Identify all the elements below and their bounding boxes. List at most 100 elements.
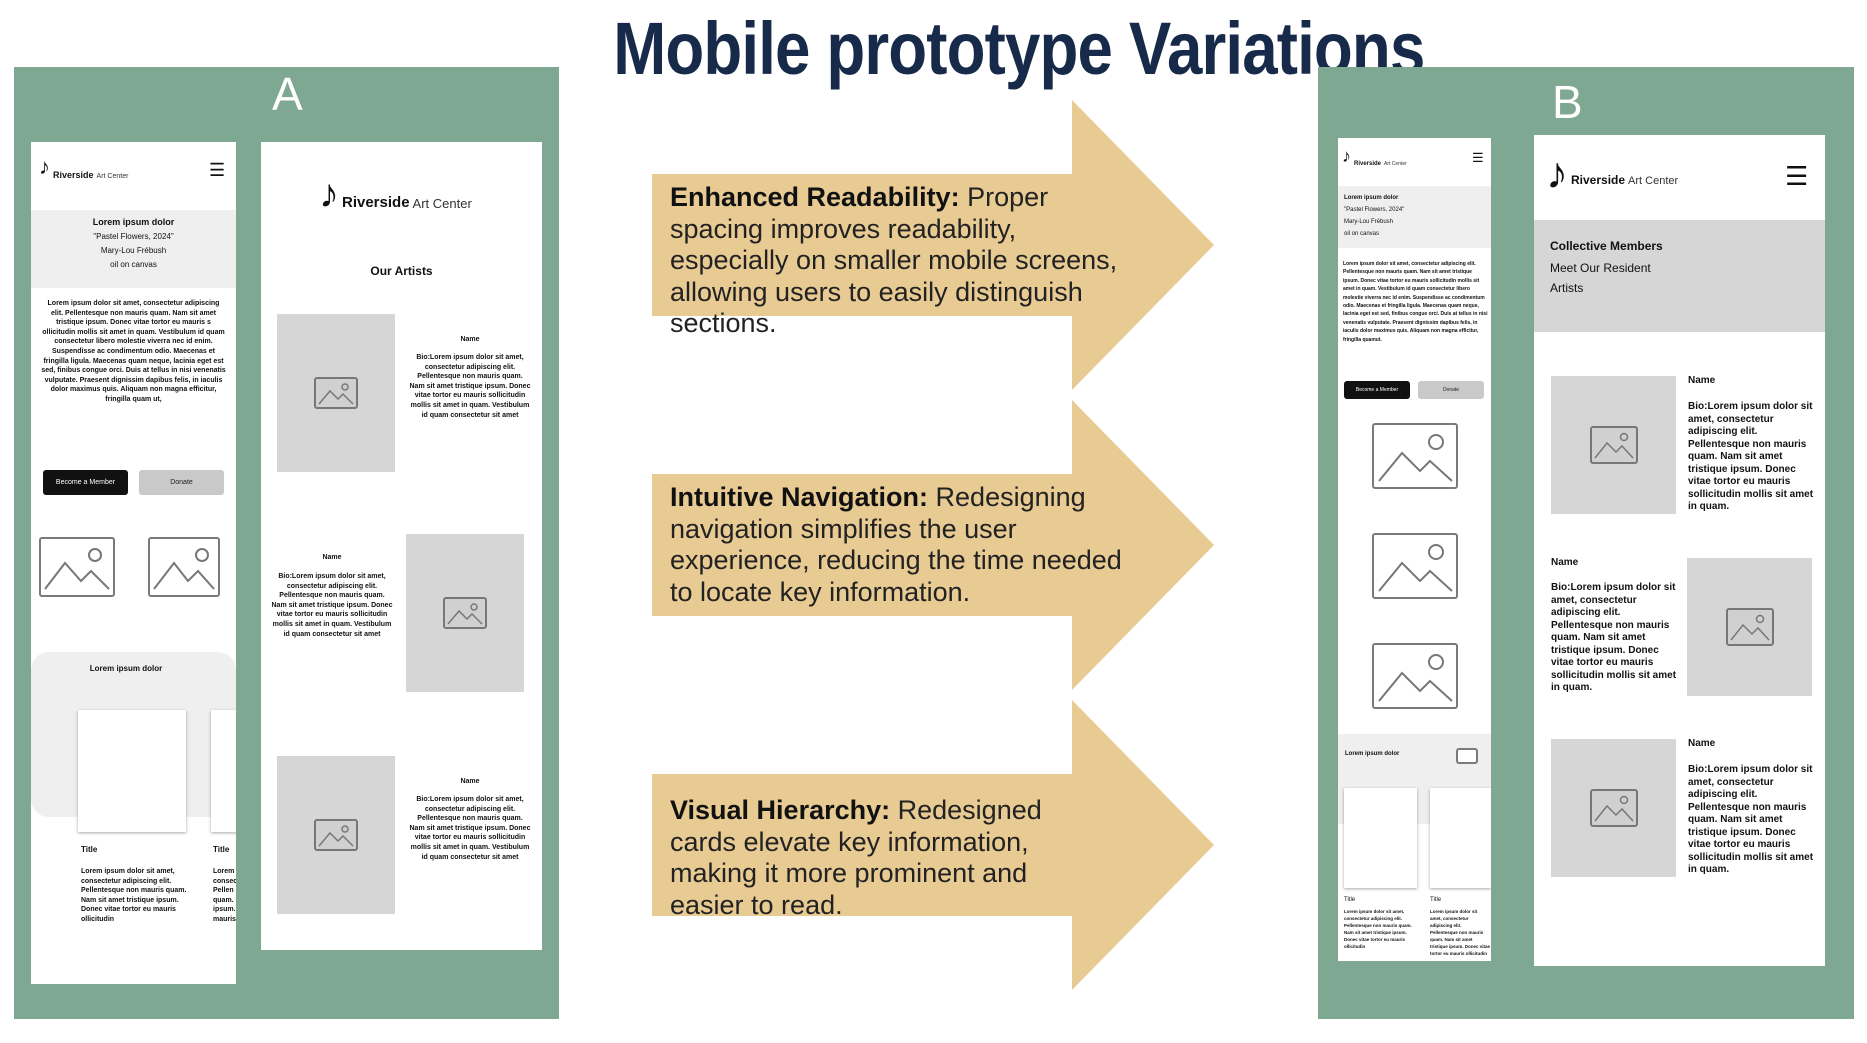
image-placeholder-icon — [1589, 789, 1638, 827]
donate-button[interactable]: Donate — [1418, 381, 1484, 399]
image-placeholder-icon — [1589, 426, 1638, 464]
image-placeholder-icon — [1456, 748, 1478, 764]
variation-a-panel: A ♪ Riverside Art Center ☰ Lorem ipsum d… — [14, 67, 559, 1019]
image-placeholder-icon — [314, 377, 358, 409]
intro-paragraph: Lorem ipsum dolor sit amet, consectetur … — [41, 300, 226, 403]
become-member-button[interactable]: Become a Member — [1344, 381, 1410, 399]
hamburger-menu-icon[interactable]: ☰ — [1785, 161, 1809, 191]
artist-name: Name — [1551, 557, 1579, 568]
variation-b-label: B — [1552, 76, 1583, 128]
hero-line: "Pastel Flowers, 2024" — [93, 231, 174, 241]
variation-a-label: A — [272, 68, 303, 120]
band-subtitle: Meet Our Resident Artists — [1550, 260, 1651, 295]
image-placeholder-icon — [443, 597, 487, 629]
artist-photo[interactable] — [277, 314, 395, 472]
image-placeholder-icon — [39, 537, 115, 597]
arrow-body: Redesigned cards elevate key information… — [670, 795, 1042, 920]
arrow-navigation — [652, 400, 1214, 690]
hero-block: Lorem ipsum dolor "Pastel Flowers, 2024"… — [1338, 186, 1491, 248]
image-placeholder-icon — [1372, 643, 1458, 709]
image-placeholder-icon — [1725, 608, 1774, 646]
card-image[interactable] — [211, 710, 236, 832]
artist-name: Name — [1688, 375, 1716, 386]
card-title: Title — [1344, 897, 1356, 903]
logo-brand: Riverside — [1571, 173, 1626, 187]
intro-paragraph: Lorem ipsum dolor sit amet, consectetur … — [1343, 261, 1488, 343]
screen-a-home: ♪ Riverside Art Center ☰ Lorem ipsum dol… — [31, 142, 236, 984]
arrow-readability-text: Enhanced Readability: Proper spacing imp… — [670, 182, 1140, 340]
artist-photo[interactable] — [1551, 739, 1676, 877]
hero-title: Lorem ipsum dolor — [92, 217, 175, 227]
artist-bio: Bio:Lorem ipsum dolor sit amet, consecte… — [409, 796, 531, 861]
image-placeholder-icon — [148, 537, 220, 597]
logo-sub: Art Center — [96, 173, 129, 180]
variation-b-panel: B ♪ Riverside Art Center ☰ Lorem ipsum d… — [1318, 67, 1854, 1019]
band-title: Collective Members — [1550, 239, 1663, 253]
logo-sub: Art Center — [1384, 161, 1407, 167]
arrow-hierarchy — [652, 700, 1214, 990]
card-title: Title — [213, 845, 230, 854]
card-image[interactable] — [78, 710, 186, 832]
artist-photo[interactable] — [277, 756, 395, 914]
artist-name: Name — [1688, 738, 1716, 749]
hero-line: oil on canvas — [110, 259, 157, 269]
hamburger-menu-icon[interactable]: ☰ — [209, 160, 226, 180]
arrow-navigation-text: Intuitive Navigation: Redesigning naviga… — [670, 482, 1140, 608]
artist-photo[interactable] — [1551, 376, 1676, 514]
artist-photo[interactable] — [406, 534, 524, 692]
donate-button[interactable]: Donate — [139, 470, 224, 495]
card-body: Lorem ipsum dolor sit amet, consectetur … — [81, 868, 187, 923]
hamburger-menu-icon[interactable]: ☰ — [1472, 150, 1484, 165]
artist-name: Name — [460, 778, 480, 785]
card-section-title: Lorem ipsum dolor — [89, 664, 163, 673]
hero-line: "Pastel Flowers, 2024" — [1344, 207, 1405, 213]
artist-bio: Bio:Lorem ipsum dolor sit amet, consecte… — [271, 573, 393, 638]
card-image[interactable] — [1430, 788, 1491, 888]
dancer-logo-icon: ♪ — [1546, 149, 1568, 198]
section-heading: Our Artists — [370, 264, 433, 278]
artist-bio: Bio:Lorem ipsum dolor sit amet, consecte… — [1551, 582, 1677, 693]
logo: ♪ Riverside Art Center — [319, 172, 472, 217]
hero-line: oil on canvas — [1344, 231, 1380, 237]
dancer-logo-icon: ♪ — [319, 172, 339, 216]
logo-brand: Riverside — [53, 170, 94, 180]
arrow-readability — [652, 100, 1214, 390]
arrow-hierarchy-text: Visual Hierarchy: Redesigned cards eleva… — [670, 795, 1100, 921]
hero-line: Mary-Lou Frébush — [100, 245, 167, 255]
arrow-heading: Visual Hierarchy: — [670, 795, 891, 825]
logo-brand: Riverside — [1354, 161, 1382, 167]
screen-b-artists: ♪ Riverside Art Center ☰ Collective Memb… — [1534, 135, 1825, 966]
collective-band: Collective Members Meet Our Resident Art… — [1534, 220, 1825, 332]
arrow-heading: Enhanced Readability: — [670, 182, 960, 212]
arrow-body: Redesigning navigation simplifies the us… — [670, 482, 1122, 607]
logo: ♪ Riverside Art Center — [1546, 149, 1678, 199]
artist-bio: Bio:Lorem ipsum dolor sit amet, consecte… — [1688, 764, 1814, 875]
logo: ♪ Riverside Art Center — [1342, 146, 1407, 167]
image-placeholder-icon — [314, 819, 358, 851]
screen-b-home: ♪ Riverside Art Center ☰ Lorem ipsum dol… — [1338, 138, 1491, 961]
artist-bio: Bio:Lorem ipsum dolor sit amet, consecte… — [409, 354, 531, 419]
dancer-logo-icon: ♪ — [1342, 146, 1351, 166]
artist-name: Name — [322, 554, 342, 561]
screen-a-artists: ♪ Riverside Art Center Our Artists Name … — [261, 142, 542, 950]
logo-brand: Riverside — [342, 194, 410, 211]
card-section-title: Lorem ipsum dolor — [1345, 751, 1400, 757]
logo-sub: Art Center — [412, 196, 472, 211]
image-placeholder-icon — [1372, 423, 1458, 489]
logo-sub: Art Center — [1628, 175, 1679, 187]
artist-photo[interactable] — [1687, 558, 1812, 696]
card-title: Title — [1430, 897, 1442, 903]
card-body: Lorem ipsum dolor sit amet, consectetur … — [1344, 909, 1412, 949]
logo: ♪ Riverside Art Center — [39, 154, 128, 180]
hero-line: Mary-Lou Frébush — [1344, 219, 1394, 225]
page-title: Mobile prototype Variations — [613, 7, 1425, 90]
card-body: Lorem ipsum dolor sit amet, consectetur … — [1430, 909, 1490, 956]
card-image[interactable] — [1344, 788, 1417, 888]
arrow-body: Proper spacing improves readability, esp… — [670, 182, 1118, 338]
artist-bio: Bio:Lorem ipsum dolor sit amet, consecte… — [1688, 401, 1814, 512]
card-title: Title — [81, 845, 98, 854]
artist-name: Name — [460, 336, 480, 343]
dancer-logo-icon: ♪ — [39, 154, 50, 179]
image-placeholder-icon — [1372, 533, 1458, 599]
become-member-button[interactable]: Become a Member — [43, 470, 128, 495]
